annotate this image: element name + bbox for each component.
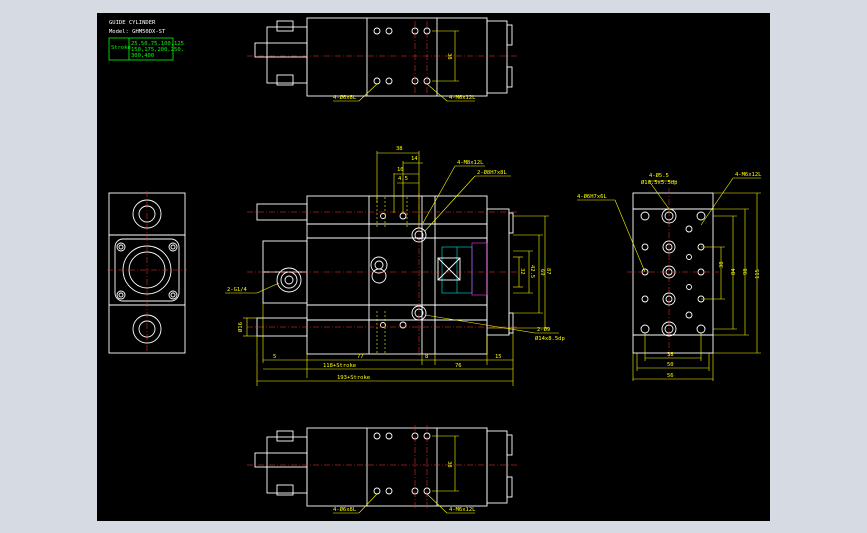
- front-dim-14: 14: [411, 156, 418, 162]
- front-callout-through: 2-Ø9: [537, 326, 550, 333]
- front-dim-phi16: Ø16: [237, 322, 244, 332]
- front-callout-cbore: Ø14x8.5dp: [535, 335, 565, 342]
- front-dim-87: 87: [545, 268, 551, 275]
- side-dim-56: 56: [667, 373, 674, 379]
- stroke-values-2: 150,175,200,250,: [131, 47, 184, 53]
- bottom-callout-tapped: 4-M6x12L: [449, 507, 476, 513]
- top-callout-holes: 4-Ø6x8L: [333, 94, 357, 101]
- front-view: 38 14 10 4.5 4-M8x12L 2-Ø8H7x8L 2-G1/4 Ø…: [225, 146, 565, 386]
- cad-viewport[interactable]: GUIDE CYLINDER Model: GHM50DX-ST Stroke …: [97, 13, 770, 521]
- front-dim-76: 76: [455, 363, 462, 369]
- stroke-values-3: 300,400: [131, 53, 154, 59]
- front-dim-77: 77: [357, 354, 364, 360]
- front-dim-193: 193+Stroke: [337, 375, 370, 381]
- top-view: 38 4-Ø6x8L 4-M6x12L: [247, 17, 517, 102]
- side-view: 4-M6x12L 4-Ø6H7x6L 4-Ø5.5 Ø10.5x5.5dp 38…: [577, 172, 762, 381]
- front-dim-5: 5: [273, 354, 276, 360]
- front-dim-118: 118+Stroke: [323, 363, 356, 369]
- title-block: GUIDE CYLINDER Model: GHM50DX-ST Stroke …: [108, 20, 184, 61]
- side-callout-holes: 4-Ø5.5: [649, 172, 669, 179]
- top-callout-tapped: 4-M6x12L: [449, 95, 476, 101]
- stroke-label: Stroke: [111, 45, 131, 51]
- technical-drawing: GUIDE CYLINDER Model: GHM50DX-ST Stroke …: [107, 17, 762, 514]
- left-end-view: [107, 191, 187, 355]
- front-dim-42-5: 42.5: [529, 265, 535, 278]
- title-line-2: Model: GHM50DX-ST: [109, 29, 166, 35]
- side-dim-84: 84: [731, 268, 737, 275]
- bottom-callout-holes: 4-Ø6x8L: [333, 506, 357, 513]
- side-dim-115: 115: [755, 269, 761, 279]
- side-callout-cbore: Ø10.5x5.5dp: [641, 179, 677, 186]
- front-dim-10: 10: [397, 167, 404, 173]
- front-dim-15: 15: [495, 354, 502, 360]
- front-port: 2-G1/4: [227, 287, 248, 293]
- front-dim-38: 38: [396, 146, 403, 152]
- stroke-table: [108, 37, 174, 61]
- front-dim-8: 8: [425, 354, 428, 360]
- side-callout-m6: 4-M6x12L: [735, 172, 762, 178]
- front-callout-pin: 2-Ø8H7x8L: [477, 169, 507, 176]
- front-callout-m8: 4-M8x12L: [457, 160, 484, 166]
- front-dim-4-5: 4.5: [398, 176, 408, 182]
- bottom-view: 38 4-Ø6x8L 4-M6x12L: [247, 425, 517, 514]
- front-dim-69: 69: [539, 269, 545, 276]
- front-dim-32: 32: [519, 268, 525, 275]
- stroke-values-1: 25,50,75,100,125: [131, 41, 184, 47]
- side-dim-38v: 38: [719, 261, 725, 268]
- side-dim-50: 50: [667, 362, 674, 368]
- side-callout-pin: 4-Ø6H7x6L: [577, 193, 607, 200]
- side-dim-38h: 38: [667, 352, 674, 358]
- bottom-dim-v: 38: [446, 461, 452, 468]
- side-dim-98: 98: [743, 268, 749, 275]
- title-line-1: GUIDE CYLINDER: [109, 20, 156, 26]
- top-dim-v: 38: [446, 53, 452, 60]
